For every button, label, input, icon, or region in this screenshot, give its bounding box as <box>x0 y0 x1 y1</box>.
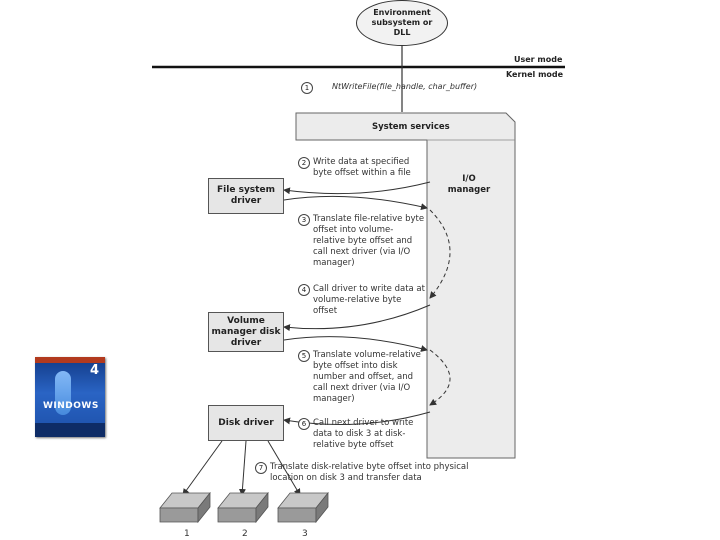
step-7-text: Translate disk-relative byte offset into… <box>270 462 469 483</box>
volume-manager-driver-box: Volume manager disk driver <box>208 312 284 352</box>
book-figure-shape <box>55 371 71 415</box>
line-to-disk-3 <box>267 440 301 496</box>
book-top-band <box>35 357 105 363</box>
disk-driver-label: Disk driver <box>218 417 274 428</box>
step-2-text: Write data at specified byte offset with… <box>313 157 411 178</box>
step-6-number: 6 <box>298 418 310 430</box>
file-system-driver-box: File system driver <box>208 178 284 214</box>
step-2-number: 2 <box>298 157 310 169</box>
arrow-step-2 <box>283 181 431 195</box>
system-services-label: System services <box>372 122 450 132</box>
kernel-mode-label: Kernel mode <box>506 70 564 79</box>
step-6-text: Call next driver to write data to disk 3… <box>313 418 414 450</box>
io-manager-body <box>295 112 516 459</box>
step-7-number: 7 <box>255 462 267 474</box>
step-3-number: 3 <box>298 214 310 226</box>
return-step-3 <box>283 195 428 211</box>
step-4-number: 4 <box>298 284 310 296</box>
io-manager-label: I/O manager <box>447 174 491 195</box>
step-3-text: Translate file-relative byte offset into… <box>313 214 425 268</box>
api-call-label: NtWriteFile(file_handle, char_buffer) <box>332 82 478 91</box>
disk-1-label: 1 <box>184 529 190 539</box>
book-edition-number: 4 <box>89 363 99 378</box>
disk-3-label: 3 <box>302 529 308 539</box>
book-title: WINDOWS <box>43 401 99 411</box>
user-mode-label: User mode <box>514 55 563 64</box>
book-bottom-band <box>35 423 105 437</box>
dashed-loop-5-6 <box>429 349 451 406</box>
disk-3-icon <box>277 491 329 524</box>
step-5-text: Translate volume-relative byte offset in… <box>313 350 421 404</box>
arrow-step-4 <box>283 304 431 332</box>
environment-label: Environment subsystem or DLL <box>371 8 433 37</box>
disk-1-icon <box>159 491 211 524</box>
disk-2-label: 2 <box>242 529 248 539</box>
disk-2-icon <box>217 491 269 524</box>
volume-manager-driver-label: Volume manager disk driver <box>211 315 281 348</box>
return-step-5 <box>283 336 428 352</box>
line-to-disk-1 <box>182 440 223 496</box>
step-5-number: 5 <box>298 350 310 362</box>
environment-subsystem-node: Environment subsystem or DLL <box>356 0 448 46</box>
dashed-loop-3-4 <box>429 209 451 299</box>
file-system-driver-label: File system driver <box>217 185 275 206</box>
book-cover-image: 4 WINDOWS <box>35 357 105 437</box>
disk-driver-box: Disk driver <box>208 405 284 441</box>
step-1-number: 1 <box>301 82 313 94</box>
line-to-disk-2 <box>238 440 247 496</box>
step-4-text: Call driver to write data at volume-rela… <box>313 284 425 316</box>
